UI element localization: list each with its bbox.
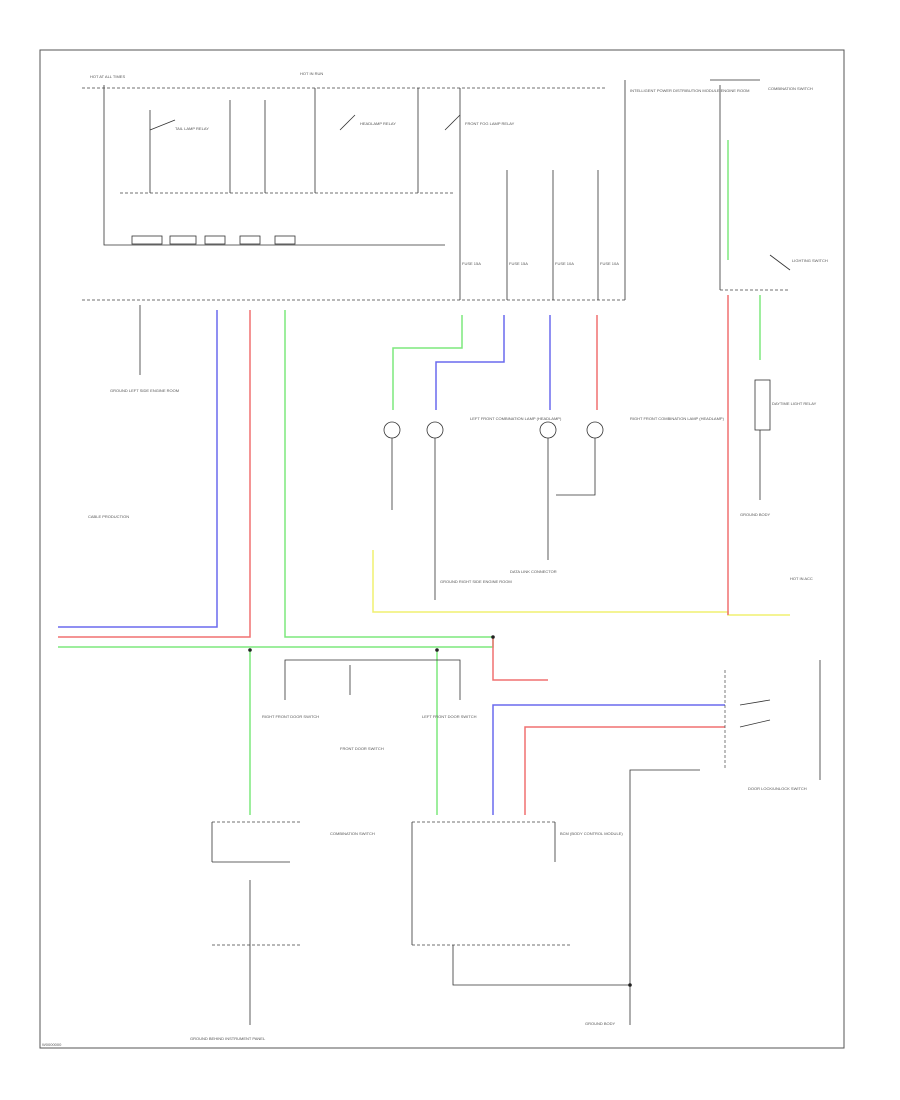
wire-green-headlamp	[392, 315, 463, 410]
label-door-lock-unit: DOOR LOCK/UNLOCK SWITCH	[748, 786, 807, 791]
combination-switch: COMBINATION SWITCH LIGHTING SWITCH DAYTI…	[710, 79, 828, 615]
label-ipdm: INTELLIGENT POWER DISTRIBUTION MODULE EN…	[630, 88, 750, 93]
label-right-headlamp: RIGHT FRONT COMBINATION LAMP (HEADLAMP)	[630, 416, 725, 421]
label-ground-left: GROUND LEFT SIDE ENGINE ROOM	[110, 388, 179, 393]
label-fuse-3: FUSE 10A	[555, 261, 574, 266]
wire-blue-left	[58, 310, 218, 628]
label-fuse-4: FUSE 10A	[600, 261, 619, 266]
wire-red-branch	[492, 637, 548, 681]
label-left-headlamp: LEFT FRONT COMBINATION LAMP (HEADLAMP)	[470, 416, 562, 421]
label-bcm: BCM (BODY CONTROL MODULE)	[560, 831, 623, 836]
label-ground-bottom-right: GROUND BODY	[585, 1021, 616, 1026]
label-ground-behind-dash: GROUND BEHIND INSTRUMENT PANEL	[190, 1036, 266, 1041]
wire-green-left	[58, 310, 494, 648]
door-switch-bus: FRONT DOOR SWITCH	[284, 659, 461, 751]
label-fuse-1: FUSE 15A	[462, 261, 481, 266]
label-tail-relay: TAIL LAMP RELAY	[175, 126, 209, 131]
label-data-link: DATA LINK CONNECTOR	[510, 569, 557, 574]
bcm-module: BCM (BODY CONTROL MODULE)	[411, 821, 630, 986]
label-left-door-switch: LEFT FRONT DOOR SWITCH	[422, 714, 477, 719]
wire-blue-bcm	[492, 704, 725, 815]
wire-blue-headlamp	[435, 315, 505, 410]
ipdm-module: HOT AT ALL TIMES HOT IN RUN INTELLIGENT …	[82, 71, 750, 301]
label-combination-switch: COMBINATION SWITCH	[768, 86, 813, 91]
label-daytime-relay: DAYTIME LIGHT RELAY	[772, 401, 817, 406]
label-hot-at-all-times: HOT AT ALL TIMES	[90, 74, 125, 79]
diagram-border	[39, 49, 845, 1049]
label-headlamp-relay: HEADLAMP RELAY	[360, 121, 396, 126]
right-headlamp: RIGHT FRONT COMBINATION LAMP (HEADLAMP)	[539, 416, 725, 560]
label-front-door-switch: FRONT DOOR SWITCH	[340, 746, 384, 751]
wire-red-bcm	[524, 726, 725, 815]
left-lower-switch: GROUND BEHIND INSTRUMENT PANEL COMBINATI…	[190, 821, 375, 1041]
label-ground-right: GROUND RIGHT SIDE ENGINE ROOM	[440, 579, 512, 584]
left-headlamp: LEFT FRONT COMBINATION LAMP (HEADLAMP)	[383, 416, 562, 600]
label-fuse-2: FUSE 15A	[509, 261, 528, 266]
label-cable-production: CABLE PRODUCTION	[88, 514, 129, 519]
label-hot-in-run: HOT IN RUN	[300, 71, 323, 76]
door-lock-unit: DOOR LOCK/UNLOCK SWITCH	[629, 660, 821, 985]
label-hot-in-acc: HOT IN ACC	[790, 576, 813, 581]
label-front-fog-relay: FRONT FOG LAMP RELAY	[465, 121, 515, 126]
wire-red-left	[58, 310, 251, 638]
label-right-door-switch: RIGHT FRONT DOOR SWITCH	[262, 714, 319, 719]
label-lighting-switch: LIGHTING SWITCH	[792, 258, 828, 263]
label-ground-body: GROUND BODY	[740, 512, 771, 517]
label-combination-switch-lower: COMBINATION SWITCH	[330, 831, 375, 836]
page-code: W0000000	[42, 1042, 62, 1047]
